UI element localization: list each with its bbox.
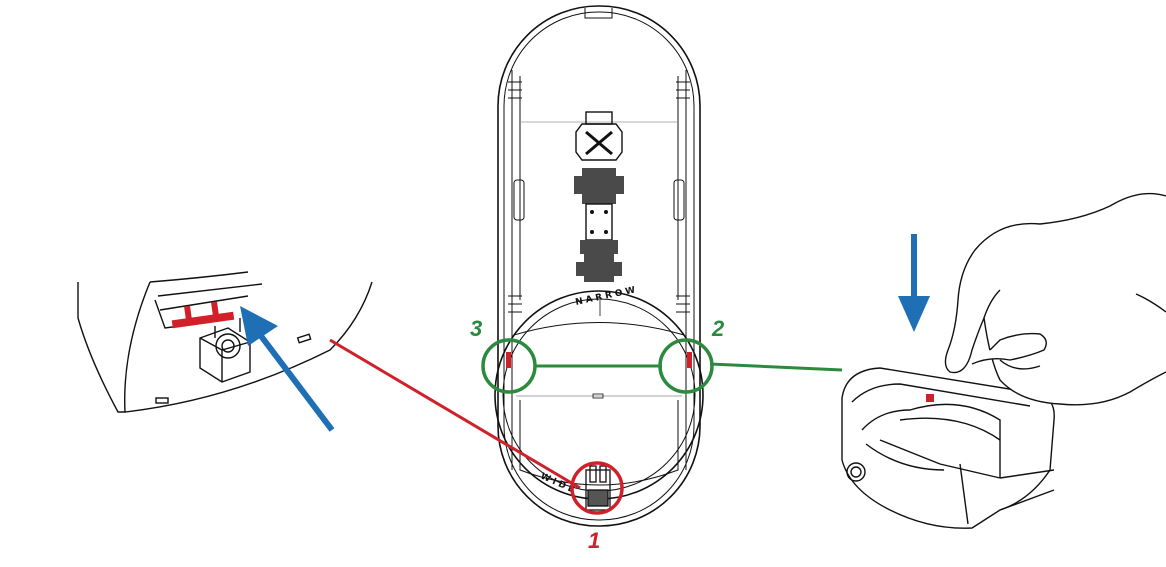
red-mark-right — [687, 352, 692, 368]
center-device-housing — [494, 5, 704, 527]
bottom-connector — [585, 465, 611, 511]
callout-number-3: 3 — [470, 316, 482, 341]
center-mechanism — [574, 168, 624, 282]
callout-1 — [329, 338, 624, 515]
up-left-arrow-icon — [240, 306, 335, 432]
snap-clip — [575, 111, 623, 161]
callout-number-2: 2 — [711, 316, 725, 341]
left-red-tab — [171, 301, 235, 329]
callout-number-1: 1 — [588, 528, 600, 553]
down-arrow-icon — [898, 234, 930, 332]
hand-icon — [944, 192, 1166, 406]
left-detail-view — [77, 271, 373, 413]
red-mark-left — [506, 352, 511, 368]
callout-2-3 — [481, 338, 843, 394]
right-red-tab — [926, 394, 934, 402]
right-detail-view — [841, 367, 1055, 529]
